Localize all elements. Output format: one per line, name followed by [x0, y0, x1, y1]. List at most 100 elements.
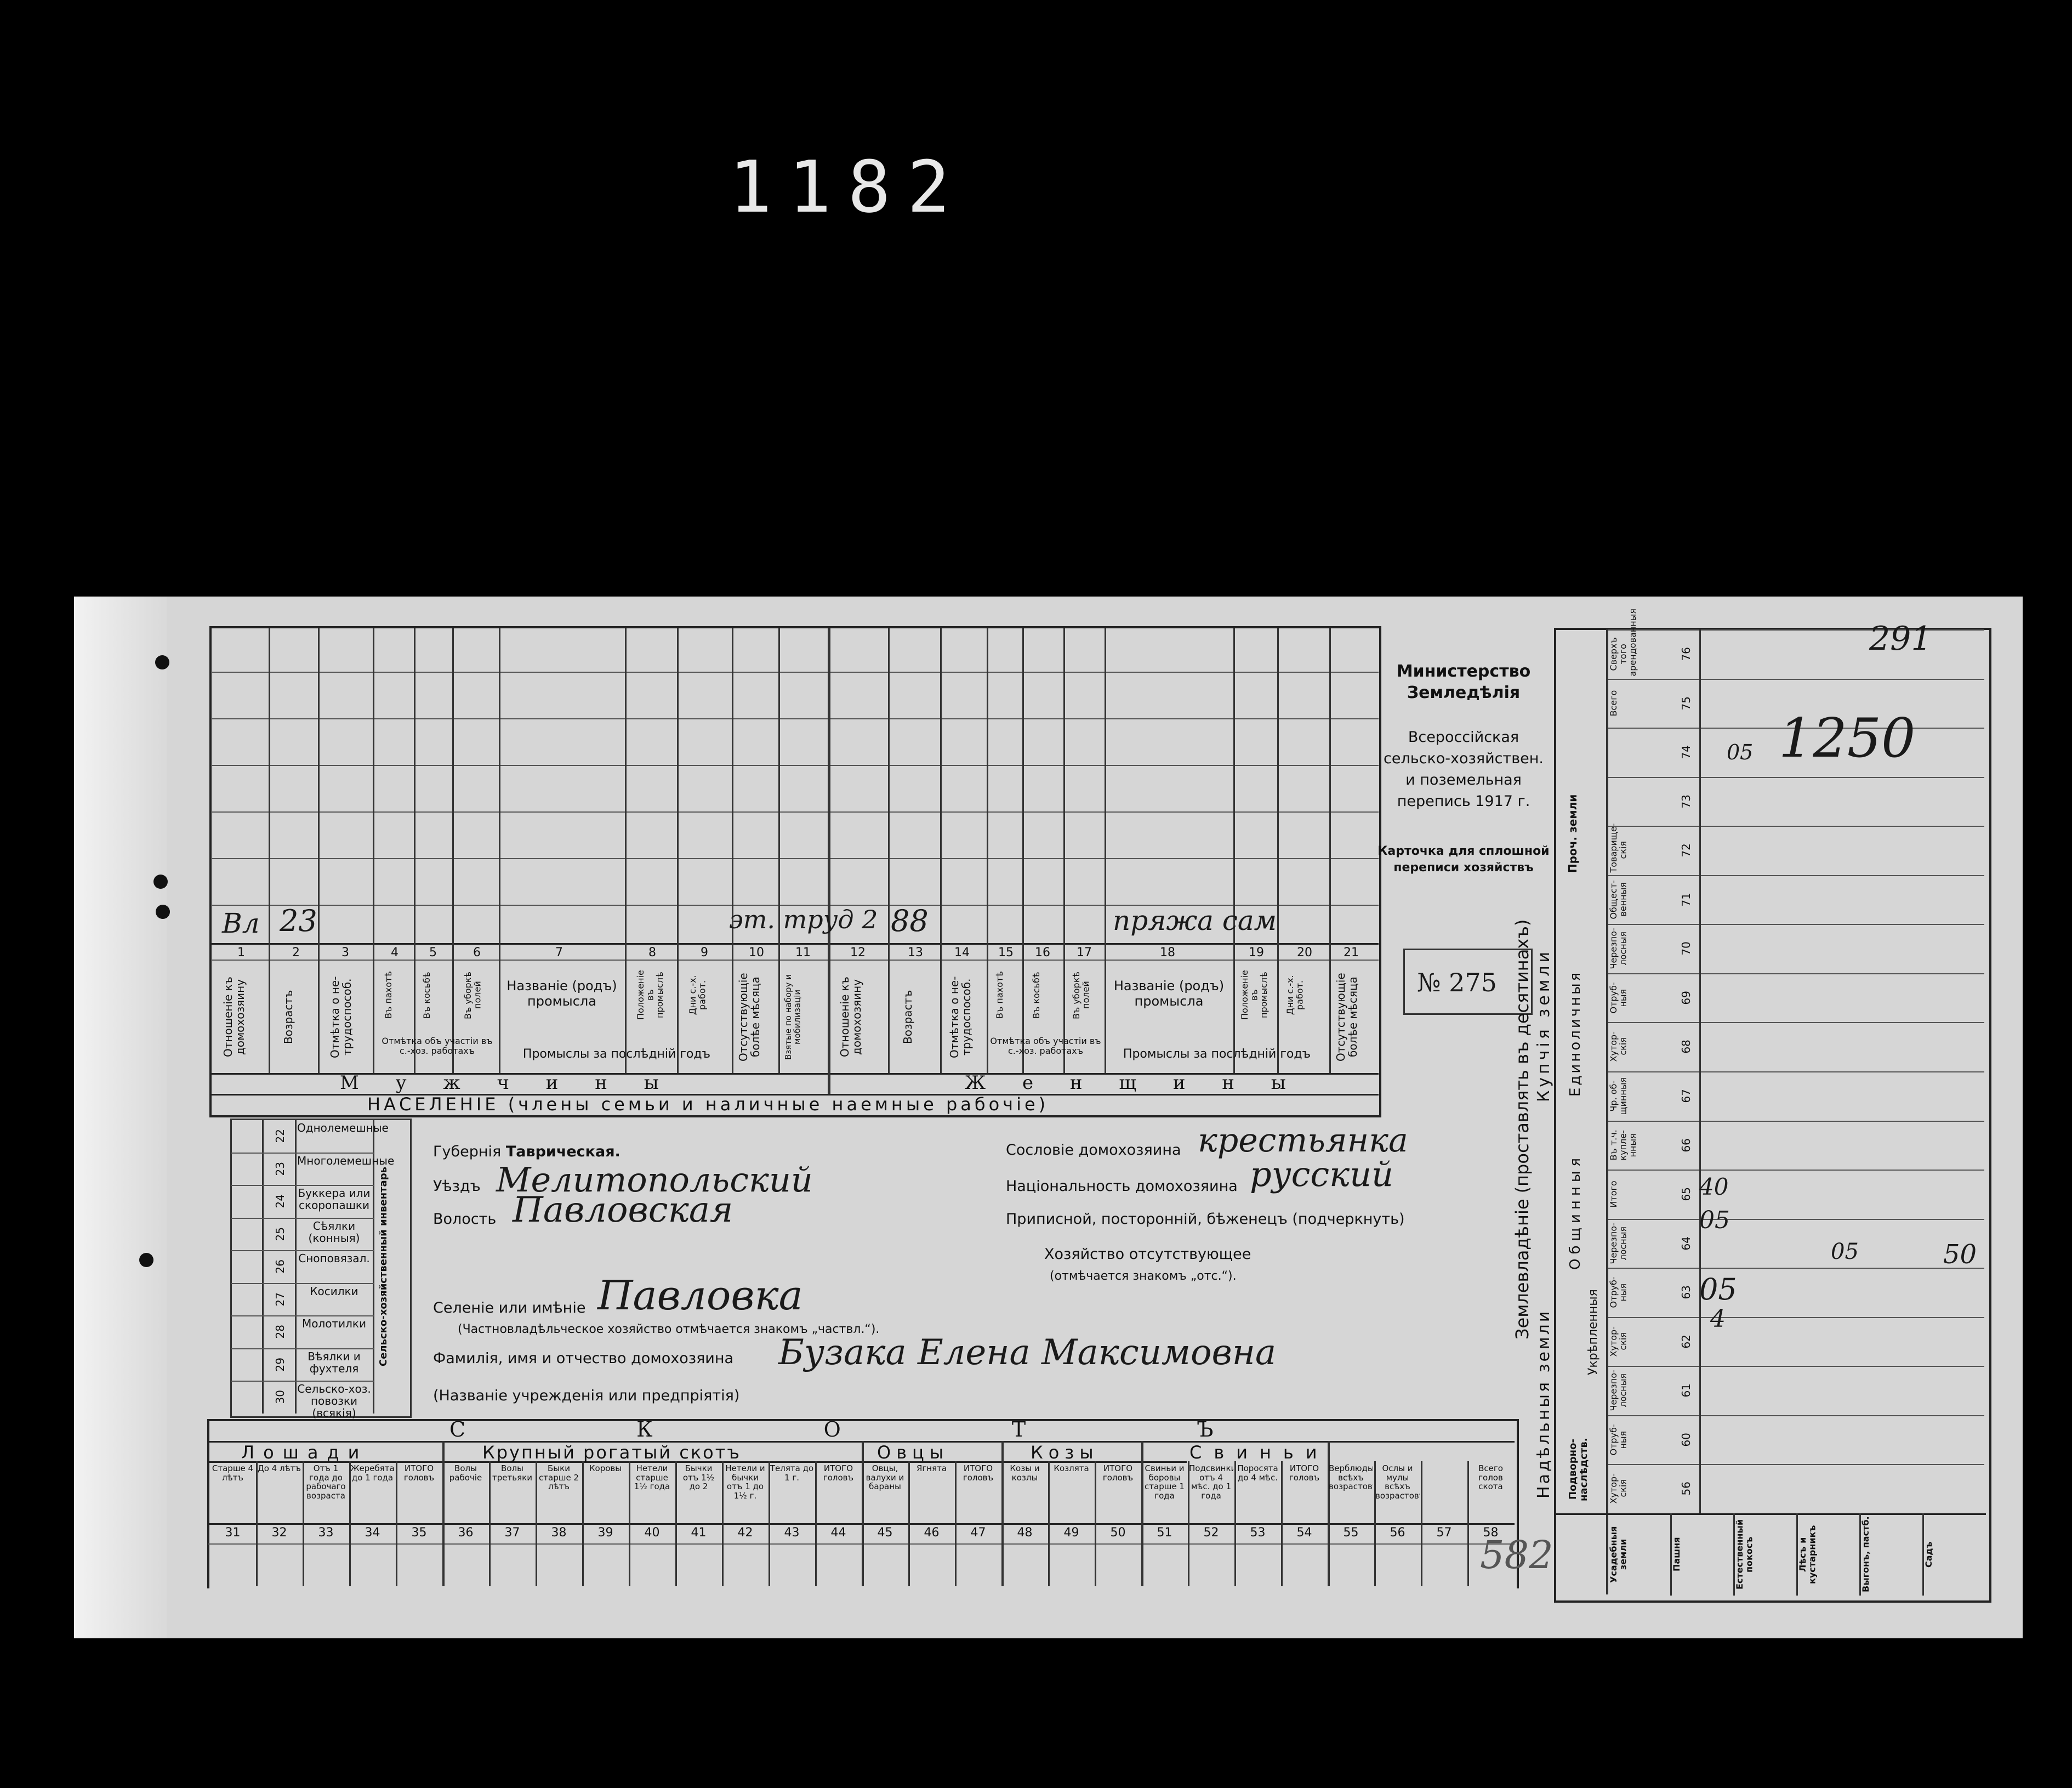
grid-col [1105, 628, 1106, 1073]
land-individual: Единоличныя [1567, 970, 1584, 1097]
group-goats: Козы [1031, 1442, 1099, 1463]
grid-row [231, 1315, 374, 1316]
grid-row [1606, 1415, 1984, 1416]
grid-col [1048, 1461, 1050, 1586]
land-entry-64b: 4 [1710, 1305, 1726, 1333]
grid-col [303, 1461, 304, 1586]
land-col-number: 62 [1680, 1334, 1693, 1349]
grid-col [499, 628, 500, 1073]
col-number: 8 [648, 946, 656, 960]
grid-row [231, 1152, 374, 1154]
livestock-col-number: 49 [1063, 1526, 1079, 1540]
inventory-row-label: Буккера или скоропашки [298, 1187, 371, 1212]
header-trade-days-women: Дни с.-х. работ. [1285, 975, 1305, 1015]
land-col-number: 68 [1680, 1040, 1693, 1054]
inventory-row-label: Сельско-хоз. повозки (всякія) [297, 1382, 371, 1420]
grid-col [1234, 1461, 1236, 1586]
land-bottom-label: Усадебныя земли [1608, 1526, 1629, 1583]
land-header: Черезпо-лосныя [1608, 928, 1629, 969]
card-line1: Карточка для сплошной [1377, 844, 1550, 858]
grid-col [373, 628, 374, 1073]
grid-col [1467, 1461, 1469, 1586]
grid-col [262, 1120, 264, 1414]
header-plowing-women: Въ пахотѣ [994, 971, 1005, 1019]
entry-relation: Вл [222, 907, 260, 939]
livestock-header: Овцы, валухи и бараны [866, 1464, 904, 1491]
frame-number: 1182 [729, 145, 967, 229]
group-sheep: Овцы [877, 1442, 949, 1463]
land-grid [1554, 628, 1991, 1603]
land-entry-64: 05 [1699, 1272, 1737, 1307]
group-horses: Лошади [241, 1442, 368, 1463]
livestock-header: Нетели старше 1½ года [634, 1464, 670, 1491]
grid-row [211, 811, 1379, 813]
card-number: № 275 [1417, 968, 1497, 997]
col-number: 17 [1077, 946, 1092, 960]
grid-row [1606, 1120, 1984, 1122]
livestock-header: Отъ 1 года до рабочаго возраста [306, 1464, 346, 1501]
grid-col [629, 1461, 630, 1586]
grid-row [211, 858, 1379, 859]
col-number: 9 [701, 946, 708, 960]
ministry-name: Министерство Земледѣлія [1381, 661, 1546, 703]
col-number: 14 [954, 946, 970, 960]
livestock-header: Козы и козлы [1010, 1464, 1040, 1483]
header-trade-name: Названіе (родъ) промысла [506, 978, 617, 1009]
livestock-header: Всего голов скота [1478, 1464, 1503, 1491]
livestock-header: Волы рабочіе [449, 1464, 482, 1483]
guberniya-field: Губернія Таврическая. [433, 1143, 621, 1160]
land-purchased: Купчія земли [1534, 948, 1553, 1103]
livestock-col-number: 36 [458, 1526, 474, 1540]
card-number-box [1403, 949, 1533, 1015]
estate-label: Сословіе домохозяина [1006, 1142, 1181, 1159]
land-bottom-label: Выгонъ, пастб. [1860, 1516, 1871, 1593]
grid-col [778, 628, 780, 1073]
inventory-row-label: Вѣялки и фухтеля [308, 1349, 361, 1375]
grid-col [295, 1120, 297, 1414]
header-mowing-women: Въ косьбѣ [1031, 972, 1041, 1019]
inventory-row-number: 27 [274, 1292, 287, 1306]
land-header: Въ т.ч. купле-нныя [1608, 1129, 1638, 1161]
punch-hole [156, 905, 170, 919]
punch-hole [155, 655, 169, 669]
uezd-value: Мелитопольский [496, 1160, 813, 1200]
grid-col [349, 1461, 351, 1586]
land-col-number: 66 [1680, 1138, 1693, 1153]
inventory-row-label: Молотилки [301, 1317, 367, 1330]
grid-row [1606, 1071, 1984, 1072]
grid-col [987, 628, 988, 1073]
livestock-header: Волы третьяки [492, 1464, 532, 1483]
land-header: Итого [1608, 1180, 1619, 1208]
grid-col [1670, 1513, 1672, 1596]
header-participation-women: Отмѣтка объ участіи въ с.-хоз. работахъ [990, 1036, 1101, 1057]
name-label: Фамилія, имя и отчество домохозяина [433, 1350, 734, 1367]
grid-col [489, 1461, 491, 1586]
livestock-header: ИТОГО головъ [403, 1464, 435, 1483]
col-number: 2 [292, 946, 300, 960]
header-trade-position: Положеніе въ промыслѣ [635, 970, 665, 1020]
entry-age: 23 [280, 904, 317, 938]
col-number: 21 [1344, 946, 1359, 960]
land-col-number: 56 [1680, 1482, 1693, 1496]
livestock-header: Жеребята до 1 года [350, 1464, 395, 1483]
land-bottom-label: Лѣсъ и кустарникъ [1797, 1525, 1818, 1584]
land-header: Черезпо-лосныя [1608, 1370, 1629, 1411]
col-number: 1 [237, 946, 245, 960]
livestock-col-number: 40 [644, 1526, 660, 1540]
livestock-col-number: 42 [737, 1526, 753, 1540]
land-other: Проч. земли [1566, 794, 1579, 873]
land-col-number: 64 [1680, 1236, 1693, 1251]
header-relation-women: Отношеніе къ домохозяину [838, 977, 863, 1058]
grid-col [1277, 628, 1279, 1073]
volost-value: Павловская [513, 1190, 733, 1230]
punch-hole [153, 875, 168, 889]
col-number: 12 [850, 946, 866, 960]
inventory-box [230, 1119, 412, 1418]
grid-row [211, 718, 1379, 719]
inventory-row-label: Косилки [310, 1284, 358, 1298]
census-line3: и поземельная [1405, 771, 1522, 789]
grid-col [940, 628, 942, 1073]
grid-row [1606, 1464, 1984, 1466]
livestock-header: ИТОГО головъ [823, 1464, 854, 1483]
livestock-col-number: 54 [1296, 1526, 1312, 1540]
